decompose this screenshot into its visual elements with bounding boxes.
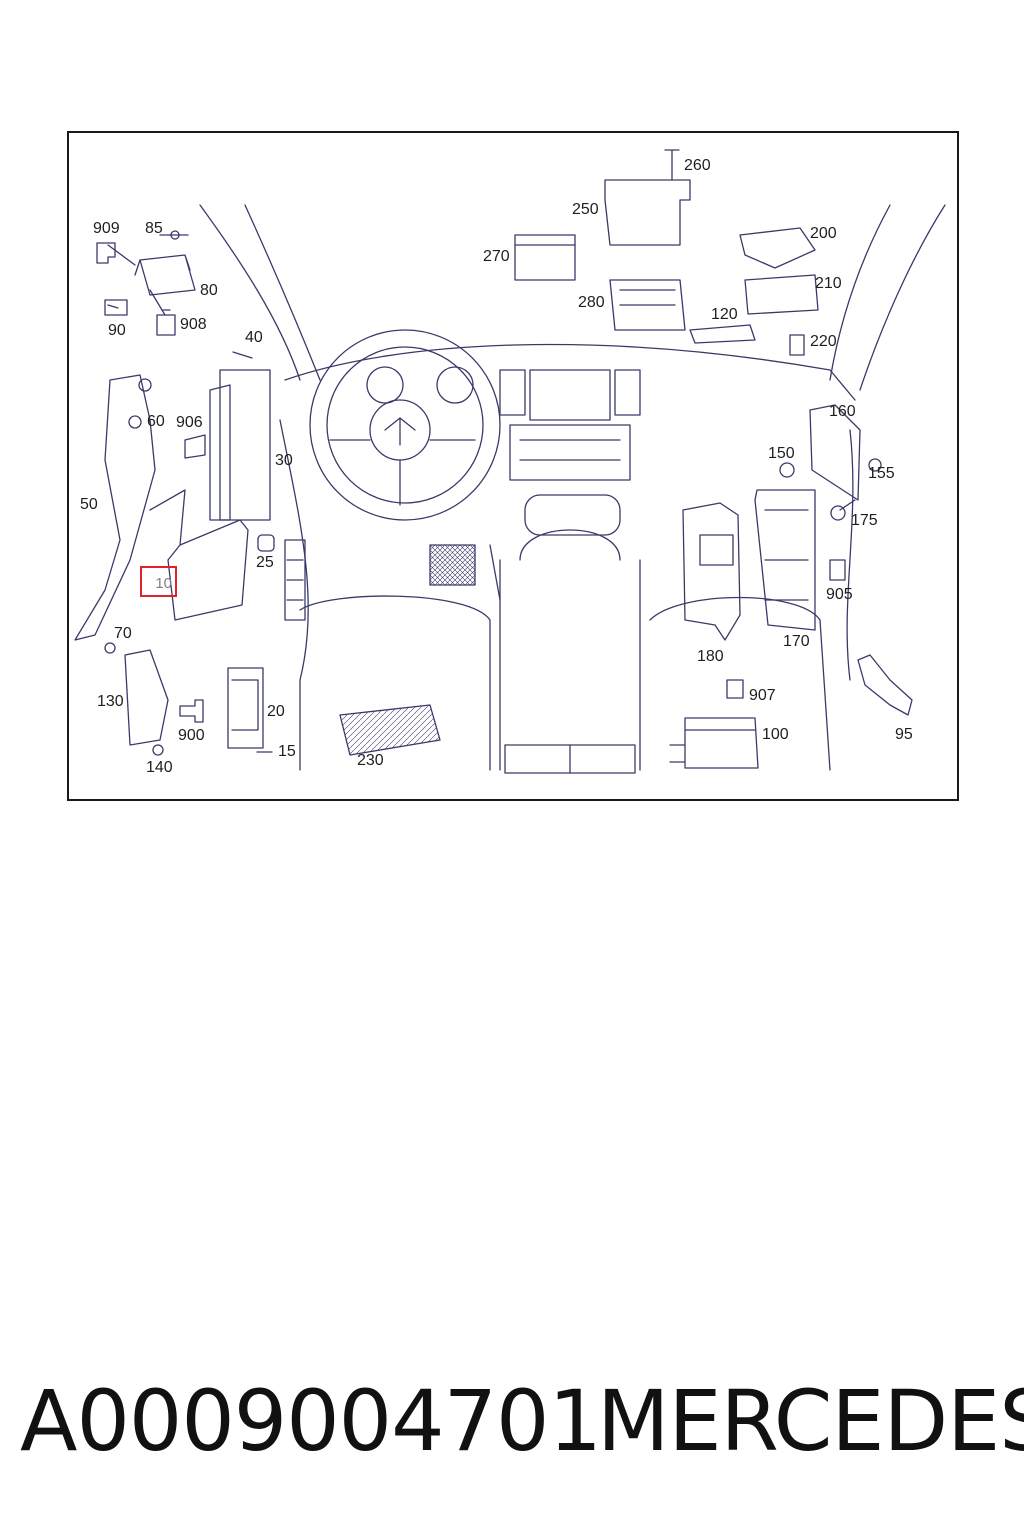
fusebox-280: [609, 279, 686, 331]
callout-130: 130: [97, 693, 124, 710]
bracket-160: [809, 404, 861, 501]
dashboard-lower: [279, 419, 854, 681]
left-seat: [299, 595, 491, 771]
callout-15: 15: [278, 743, 296, 760]
callout-180: 180: [697, 648, 724, 665]
callout-80: 80: [200, 282, 218, 299]
bracket-50: [74, 374, 156, 641]
module-180: [682, 502, 741, 641]
module-170: [754, 489, 816, 631]
callout-85: 85: [145, 220, 163, 237]
sensor-95: [857, 654, 913, 716]
callout-160: 160: [829, 403, 856, 420]
callout-60: 60: [147, 413, 165, 430]
cabin-outline: [199, 204, 946, 391]
module-20: [227, 667, 264, 749]
callout-40: 40: [245, 329, 263, 346]
callout-90: 90: [108, 322, 126, 339]
callout-175: 175: [851, 512, 878, 529]
amplifier-230: [339, 704, 441, 756]
callout-25: 25: [256, 554, 274, 571]
brand-name: MERCEDES: [597, 1372, 1024, 1470]
diagram-frame: [67, 131, 959, 801]
callout-270: 270: [483, 248, 510, 265]
callout-100: 100: [762, 726, 789, 743]
callout-150: 150: [768, 445, 795, 462]
callout-905: 905: [826, 586, 853, 603]
bracket-130: [124, 649, 169, 746]
callout-900: 900: [178, 727, 205, 744]
floor-console: [499, 529, 641, 771]
module-250: [604, 179, 691, 246]
module-30: [219, 369, 271, 521]
callout-70: 70: [114, 625, 132, 642]
callout-140: 140: [146, 759, 173, 776]
callout-200: 200: [810, 225, 837, 242]
callout-908: 908: [180, 316, 207, 333]
module-200: [739, 227, 816, 269]
callout-220: 220: [810, 333, 837, 350]
callout-170: 170: [783, 633, 810, 650]
callout-280: 280: [578, 294, 605, 311]
part-number: A0009004701: [20, 1372, 602, 1470]
callout-155: 155: [868, 465, 895, 482]
dashboard-top: [284, 343, 856, 401]
callout-210: 210: [815, 275, 842, 292]
callout-120: 120: [711, 306, 738, 323]
module-100: [684, 717, 759, 769]
module-210: [744, 274, 819, 315]
callout-95: 95: [895, 726, 913, 743]
steering-wheel-outer: [309, 329, 501, 521]
right-seat: [649, 596, 831, 771]
callout-50: 50: [80, 496, 98, 513]
callout-10: 10: [155, 575, 172, 592]
callout-250: 250: [572, 201, 599, 218]
callout-260: 260: [684, 157, 711, 174]
callout-20: 20: [267, 703, 285, 720]
callout-30: 30: [275, 452, 293, 469]
steering-wheel-inner: [326, 346, 484, 504]
callout-907: 907: [749, 687, 776, 704]
callout-906: 906: [176, 414, 203, 431]
callout-230: 230: [357, 752, 384, 769]
callout-10-highlight: 10: [140, 566, 177, 597]
callout-909: 909: [93, 220, 120, 237]
module-270: [514, 234, 576, 281]
module-10: [167, 519, 249, 621]
head-unit-screen: [529, 369, 611, 421]
